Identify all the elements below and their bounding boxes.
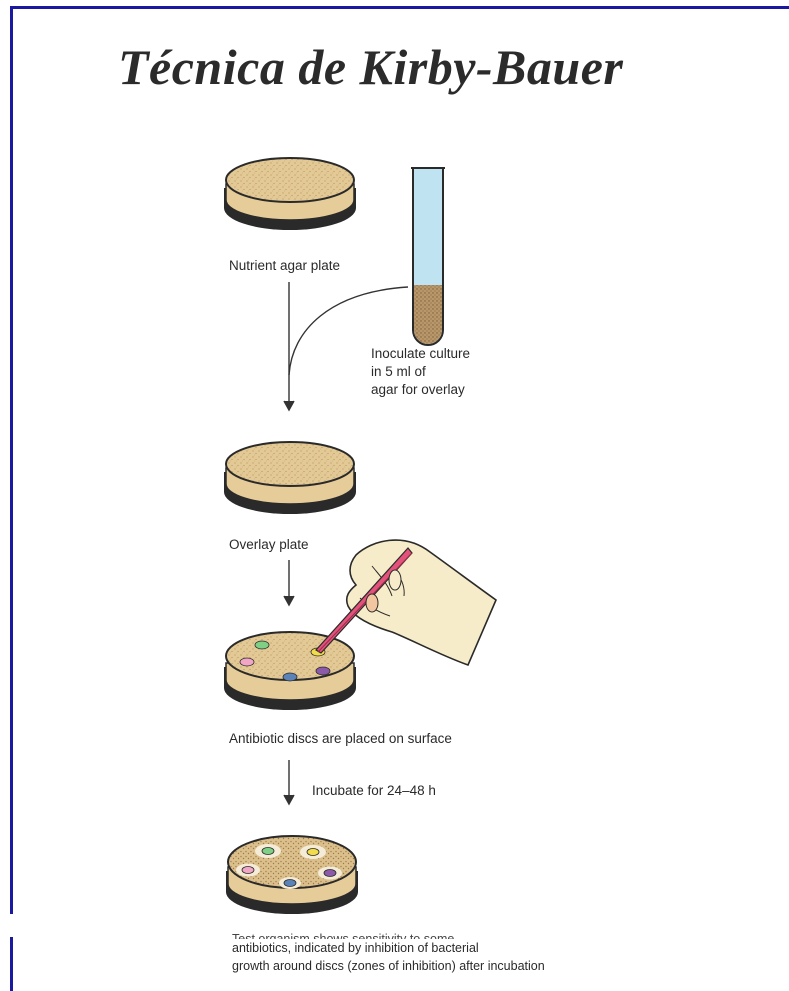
caption-line-1: antibiotics, indicated by inhibition of … [232, 939, 752, 957]
label-nutrient-plate: Nutrient agar plate [229, 257, 340, 275]
caption-line-2: growth around discs (zones of inhibition… [232, 957, 752, 975]
label-overlay-plate: Overlay plate [229, 536, 309, 554]
disc-placement-plate [224, 632, 356, 710]
label-inoculate-2: in 5 ml of [371, 363, 426, 381]
disc-green [255, 641, 269, 649]
result-caption: Test organism shows sensitivity to some … [232, 930, 752, 975]
label-incubate: Incubate for 24–48 h [312, 782, 436, 800]
test-tube [411, 168, 445, 345]
nutrient-agar-plate [224, 158, 356, 230]
disc-blue [283, 673, 297, 681]
label-discs-placed: Antibiotic discs are placed on surface [229, 730, 452, 748]
caption-line-0: Test organism shows sensitivity to some [232, 930, 752, 939]
disc-pink [240, 658, 254, 666]
arrow-to-discs [284, 560, 294, 605]
label-inoculate-3: agar for overlay [371, 381, 465, 399]
disc-purple [316, 667, 330, 675]
incubated-plate [226, 836, 358, 914]
label-inoculate-1: Inoculate culture [371, 345, 470, 363]
overlay-plate [224, 442, 356, 514]
arrow-to-incubated [284, 760, 294, 804]
